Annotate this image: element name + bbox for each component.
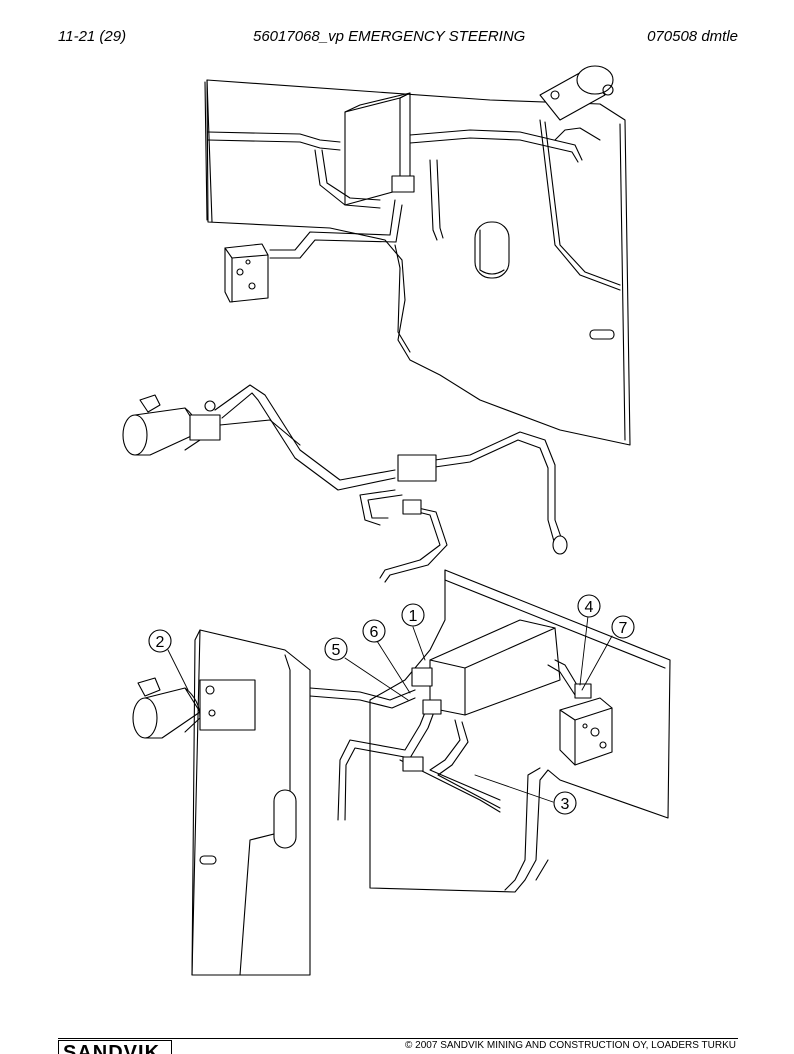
pipes-top — [207, 127, 601, 259]
document-title: 56017068_vp EMERGENCY STEERING — [253, 28, 526, 45]
frame-plate-top — [204, 79, 631, 446]
svg-text:7: 7 — [619, 620, 628, 637]
document-revision: 070508 dmtle — [647, 28, 738, 45]
cylinder-bottom-left — [132, 677, 256, 739]
callout-4: 4 — [577, 594, 601, 618]
small-valve-block-top — [224, 243, 269, 303]
svg-text:2: 2 — [156, 634, 165, 651]
cylinder-top-right — [539, 65, 614, 121]
callout-7: 7 — [611, 615, 635, 639]
svg-text:5: 5 — [332, 642, 341, 659]
technical-drawing: 1 2 3 4 5 6 7 — [122, 65, 671, 976]
frame-plate-bottom-right — [369, 569, 671, 893]
pipes-middle — [214, 384, 568, 583]
callout-2: 2 — [148, 629, 172, 653]
svg-text:4: 4 — [585, 599, 594, 616]
callout-5: 5 — [324, 637, 348, 661]
logo-text: SANDVIK — [63, 1042, 161, 1054]
footer-rule — [58, 1038, 738, 1039]
valve-manifold-bottom-right — [559, 697, 613, 766]
copyright-notice: © 2007 SANDVIK MINING AND CONSTRUCTION O… — [405, 1040, 736, 1051]
callout-leaders — [167, 615, 613, 803]
sandvik-logo: SANDVIK — [58, 1040, 172, 1054]
callout-1: 1 — [401, 603, 425, 627]
callout-3: 3 — [553, 791, 577, 815]
svg-text:3: 3 — [561, 796, 570, 813]
valve-block-top — [344, 92, 415, 206]
pipes-bottom — [309, 659, 592, 821]
svg-text:1: 1 — [409, 608, 418, 625]
svg-text:6: 6 — [370, 624, 379, 641]
callout-6: 6 — [362, 619, 386, 643]
cylinder-middle-left — [122, 394, 221, 456]
page-number: 11-21 (29) — [58, 28, 127, 45]
